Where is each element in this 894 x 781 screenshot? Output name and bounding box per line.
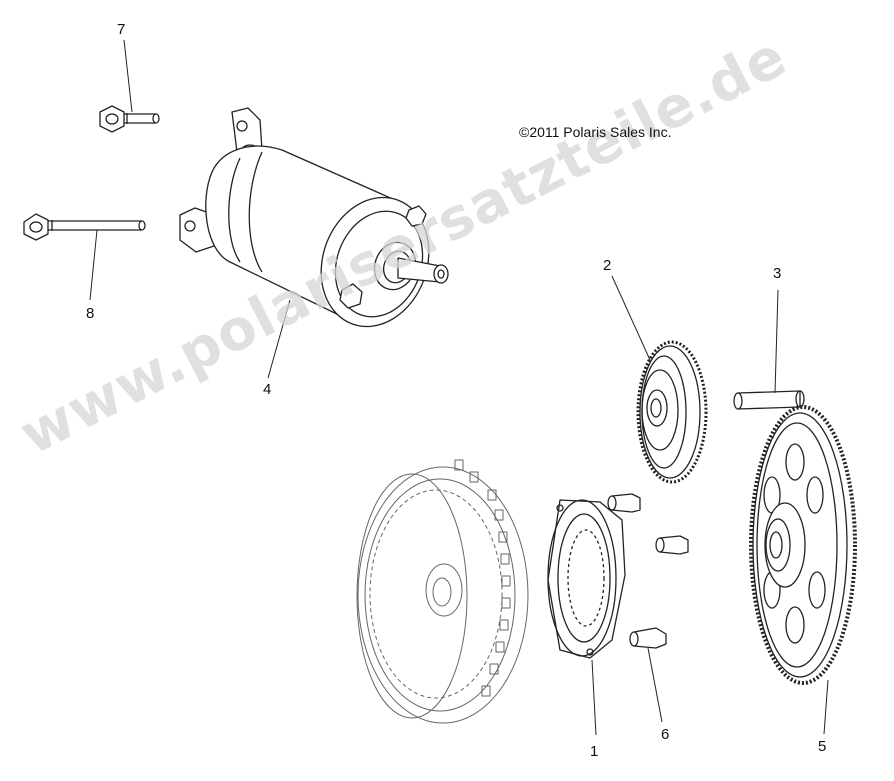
part-1-starter-clutch — [547, 499, 626, 659]
part-5-starter-gear — [749, 405, 857, 685]
callout-1: 1 — [590, 743, 599, 760]
part-6-screws — [607, 493, 689, 649]
callout-6: 6 — [661, 726, 670, 743]
callout-7: 7 — [117, 21, 126, 38]
leader-7 — [123, 39, 133, 113]
leader-1 — [591, 659, 597, 736]
leader-4 — [267, 299, 291, 379]
flywheel-phantom — [356, 459, 529, 724]
part-3-pin — [733, 390, 805, 410]
leader-8 — [89, 229, 98, 301]
part-8-long-bolt — [23, 213, 146, 241]
part-7-short-bolt — [99, 105, 160, 133]
leader-2 — [611, 275, 651, 361]
callout-2: 2 — [603, 257, 612, 274]
part-4-starter-motor — [179, 107, 449, 328]
leader-6 — [647, 647, 663, 723]
callout-3: 3 — [773, 265, 782, 282]
callout-5: 5 — [818, 738, 827, 755]
leader-5 — [823, 679, 829, 735]
leader-3 — [774, 289, 779, 394]
copyright-notice: ©2011 Polaris Sales Inc. — [519, 124, 672, 140]
callout-4: 4 — [263, 381, 272, 398]
part-2-idler-gear — [636, 340, 708, 484]
leader-lines — [89, 39, 829, 736]
callout-8: 8 — [86, 305, 95, 322]
flywheel-teeth — [454, 459, 511, 697]
